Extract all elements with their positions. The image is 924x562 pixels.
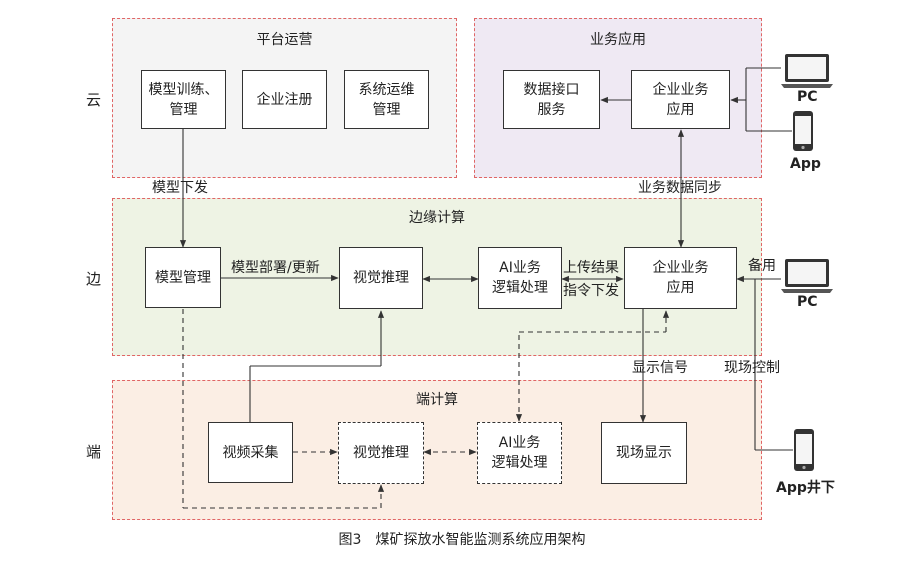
label-display-signal: 显示信号	[632, 360, 688, 376]
box-enterprise-register: 企业注册	[242, 70, 327, 129]
device-label-app-cloud: App	[790, 156, 821, 172]
tier-label-edge: 边	[86, 270, 102, 288]
box-model-training: 模型训练、 管理	[141, 70, 226, 129]
box-video-capture: 视频采集	[208, 422, 293, 483]
tier-label-cloud: 云	[86, 91, 102, 109]
box-model-management: 模型管理	[145, 247, 221, 308]
label-business-data-sync: 业务数据同步	[638, 180, 722, 196]
platform-zone-title: 平台运营	[256, 32, 313, 48]
box-onsite-display: 现场显示	[601, 422, 687, 484]
label-model-deploy-update: 模型部署/更新	[231, 260, 320, 276]
end-zone-title: 端计算	[416, 392, 458, 408]
figure-caption: 图3 煤矿探放水智能监测系统应用架构	[338, 532, 586, 548]
business-zone-title: 业务应用	[590, 32, 646, 48]
label-command-dispatch: 指令下发	[563, 283, 619, 299]
laptop-icon	[781, 259, 833, 293]
device-label-pc-edge: PC	[797, 294, 818, 310]
box-cloud-enterprise-app: 企业业务 应用	[631, 70, 730, 129]
tier-label-end: 端	[86, 443, 102, 461]
box-end-ai-logic: AI业务 逻辑处理	[477, 422, 562, 484]
box-edge-enterprise-app: 企业业务 应用	[624, 247, 737, 309]
device-label-pc-cloud: PC	[797, 89, 818, 105]
smartphone-icon	[793, 111, 813, 151]
laptop-icon	[781, 54, 833, 88]
box-data-interface: 数据接口 服务	[503, 70, 600, 129]
box-system-ops: 系统运维 管理	[344, 70, 429, 129]
device-label-app-underground: App井下	[776, 480, 835, 496]
smartphone-icon	[794, 429, 814, 471]
box-edge-ai-logic: AI业务 逻辑处理	[478, 247, 562, 309]
edge-zone-title: 边缘计算	[409, 210, 465, 226]
label-backup: 备用	[748, 258, 776, 274]
label-onsite-control: 现场控制	[724, 360, 780, 376]
box-edge-visual-inference: 视觉推理	[339, 247, 423, 309]
box-end-visual-inference: 视觉推理	[338, 422, 424, 484]
label-upload-result: 上传结果	[563, 260, 619, 276]
label-model-dispatch: 模型下发	[152, 180, 208, 196]
